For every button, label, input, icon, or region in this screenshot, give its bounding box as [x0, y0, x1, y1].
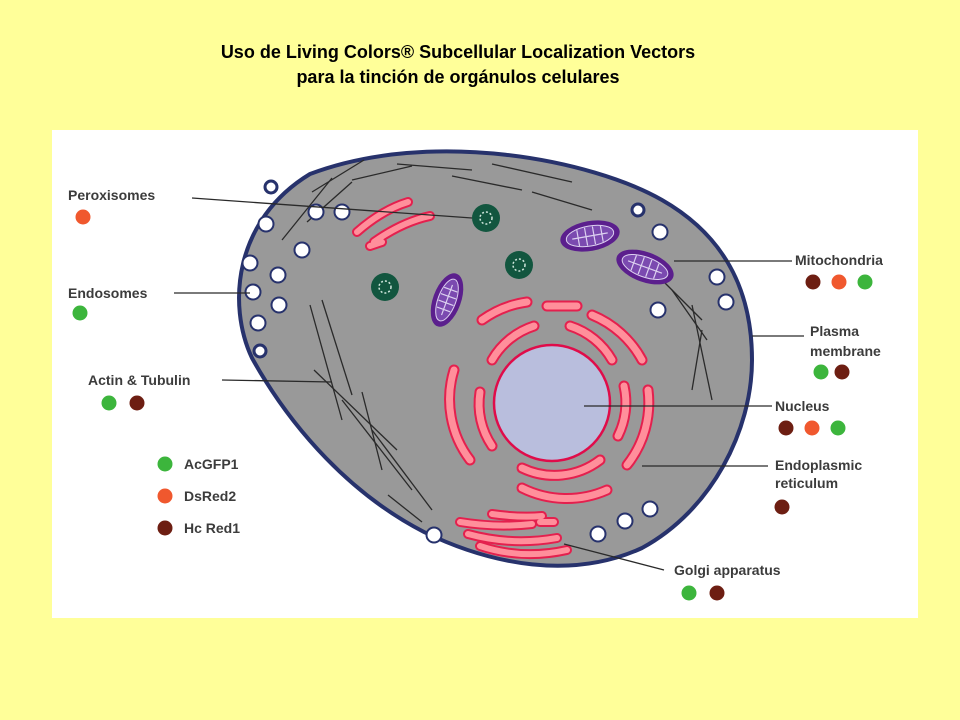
label-er-2: reticulum [775, 475, 838, 491]
membrane-dot-acgfp1 [813, 364, 829, 380]
leader-peroxisomes [191, 197, 473, 219]
peroxisomes [371, 204, 533, 301]
legend-label-dsred2: DsRed2 [184, 488, 236, 504]
legend-swatch-dsred2 [157, 488, 173, 504]
label-actin-tubulin: Actin & Tubulin [88, 372, 190, 388]
membrane-pits [252, 179, 646, 359]
cell-diagram-panel: Peroxisomes Endosomes Actin & Tubulin Ac… [52, 130, 918, 618]
legend-swatch-hcred1 [157, 520, 173, 536]
nucleus [492, 343, 612, 463]
mitochondrion [430, 273, 464, 327]
actin-dot-hcred1 [129, 395, 145, 411]
nucleus-dot-dsred2 [804, 420, 820, 436]
golgi-dot-acgfp1 [681, 585, 697, 601]
legend-swatch-acgfp1 [157, 456, 173, 472]
legend-label-acgfp1: AcGFP1 [184, 456, 239, 472]
golgi-dot-hcred1 [709, 585, 725, 601]
membrane-dot-hcred1 [834, 364, 850, 380]
mitochondrion [616, 249, 674, 285]
label-endosomes: Endosomes [68, 285, 148, 301]
label-mitochondria: Mitochondria [795, 252, 883, 268]
peroxisomes-dot-dsred2 [75, 209, 91, 225]
legend-label-hcred1: Hc Red1 [184, 520, 240, 536]
cell-diagram: Peroxisomes Endosomes Actin & Tubulin Ac… [68, 149, 883, 601]
slide-title: Uso de Living Colors® Subcellular Locali… [0, 40, 916, 90]
leader-lines [174, 197, 804, 571]
label-peroxisomes: Peroxisomes [68, 187, 155, 203]
leader-actin [221, 379, 333, 383]
label-nucleus: Nucleus [775, 398, 830, 414]
title-line-1: Uso de Living Colors® Subcellular Locali… [220, 42, 696, 62]
label-plasma-membrane-1: Plasma [810, 323, 859, 339]
endoplasmic-reticulum [444, 296, 655, 504]
er-fragments [352, 197, 435, 251]
mitochondrion [560, 220, 620, 252]
endosomes-dot-acgfp1 [72, 305, 88, 321]
mito-dot-hcred1 [805, 274, 821, 290]
label-plasma-membrane-2: membrane [810, 343, 881, 359]
nucleus-dot-hcred1 [778, 420, 794, 436]
title-line-2: para la tinción de orgánulos celulares [296, 67, 620, 87]
mito-dot-acgfp1 [857, 274, 873, 290]
endosomes [241, 203, 735, 544]
mito-dot-dsred2 [831, 274, 847, 290]
label-golgi: Golgi apparatus [674, 562, 781, 578]
golgi-apparatus [455, 509, 572, 560]
mitochondria [430, 220, 674, 327]
legend: AcGFP1 DsRed2 Hc Red1 [157, 456, 240, 536]
peroxisome [371, 273, 399, 301]
nucleus-dot-acgfp1 [830, 420, 846, 436]
label-er-1: Endoplasmic [775, 457, 862, 473]
actin-dot-acgfp1 [101, 395, 117, 411]
peroxisome [472, 204, 500, 232]
er-dot-hcred1 [774, 499, 790, 515]
leader-golgi [563, 543, 665, 571]
peroxisome [505, 251, 533, 279]
